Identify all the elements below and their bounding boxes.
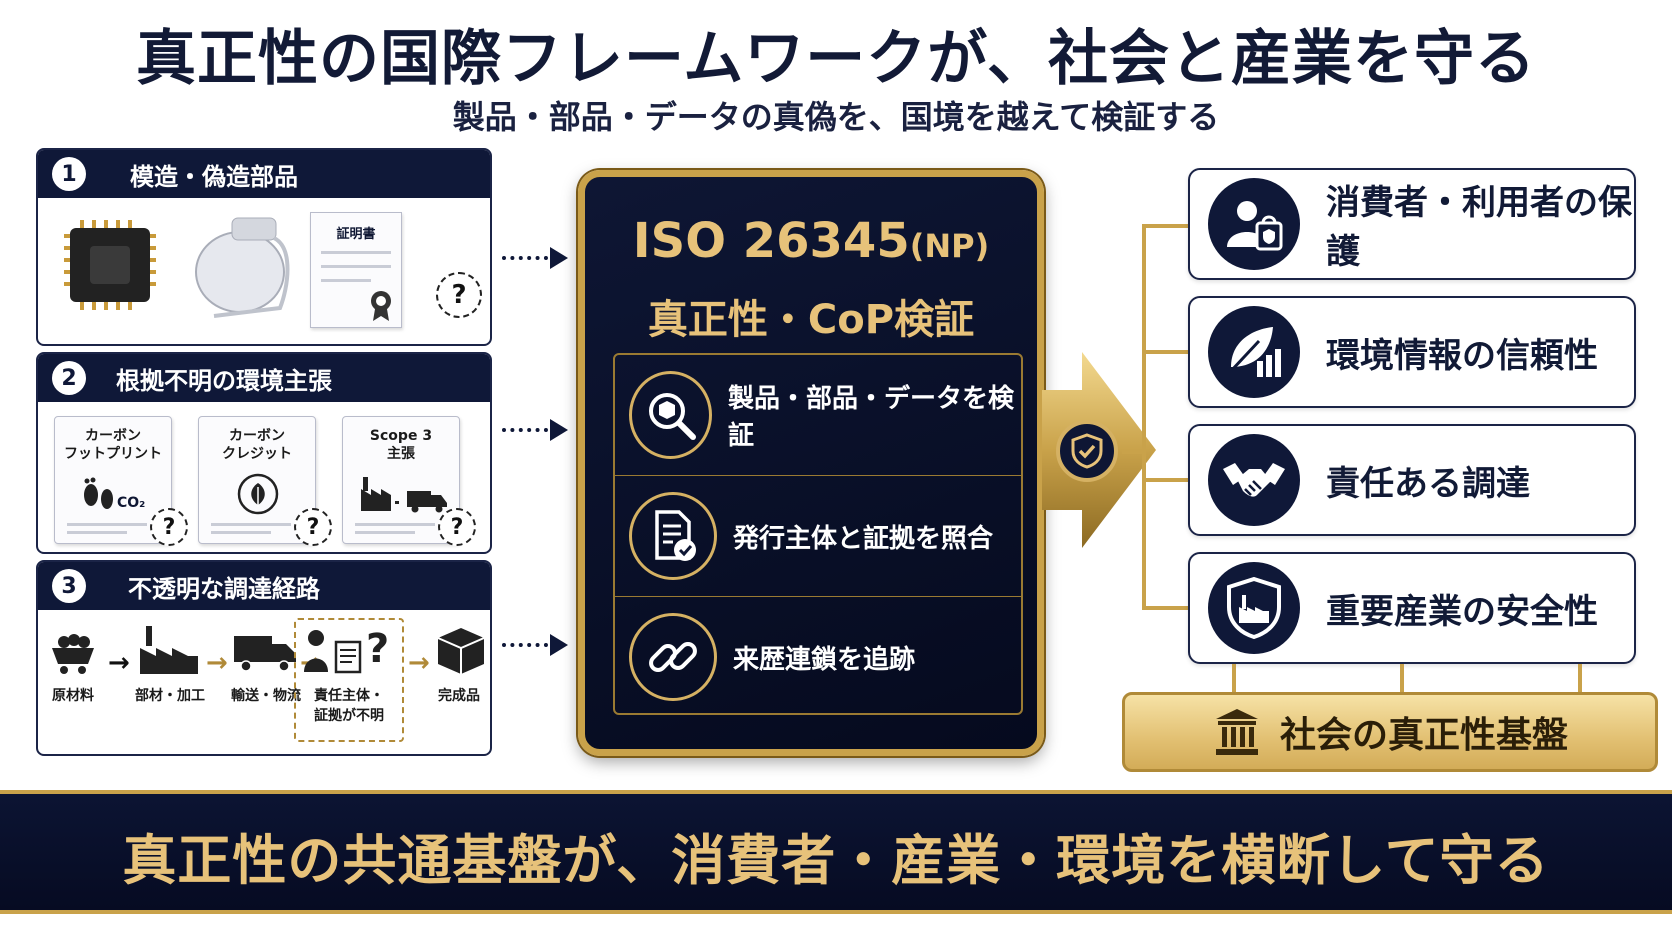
- panel-number: 3: [52, 569, 86, 603]
- outcome-label: 責任ある調達: [1326, 463, 1530, 504]
- connector-line: [1142, 606, 1188, 610]
- panel-counterfeit-parts: 1 模造・偽造部品 証明書: [36, 148, 492, 346]
- connector-arrowhead: [550, 634, 568, 656]
- arrow-icon: →: [206, 648, 228, 678]
- connector-line: [1232, 664, 1236, 694]
- arrow-icon: →: [408, 648, 430, 678]
- page-title: 真正性の国際フレームワークが、社会と産業を守る: [136, 24, 1536, 94]
- connector-arrowhead: [550, 247, 568, 269]
- foundation-label: 社会の真正性基盤: [1279, 715, 1568, 756]
- package-icon: [437, 628, 485, 674]
- connector-line: [1142, 224, 1146, 610]
- person-document-question-icon: ?: [304, 626, 389, 674]
- footprint-icon: [84, 477, 113, 509]
- connector-arrow-3: [502, 643, 548, 647]
- leaf-circle-icon: [237, 473, 279, 515]
- factory-truck-icon: [361, 477, 447, 513]
- leaf-chart-icon: [1208, 306, 1300, 398]
- question-mark-icon: ?: [438, 508, 476, 546]
- iso-title-suffix: (NP): [909, 227, 990, 265]
- page-subtitle: 製品・部品・データの真偽を、国境を越えて検証する: [452, 98, 1220, 136]
- outcome-label: 重要産業の安全性: [1326, 591, 1598, 632]
- seal-icon: [371, 291, 391, 321]
- bottom-banner: 真正性の共通基盤が、消費者・産業・環境を横断して守る: [0, 790, 1672, 914]
- feature-item: 製品・部品・データを検証: [615, 355, 1021, 475]
- banner-text: 真正性の共通基盤が、消費者・産業・環境を横断して守る: [122, 829, 1550, 892]
- connector-line: [1400, 664, 1404, 694]
- feature-item: 発行主体と証拠を照合: [615, 476, 1021, 596]
- panel-number: 1: [52, 157, 86, 191]
- arrow-icon: →: [108, 648, 130, 678]
- outcome-label: 消費者・利用者の保護: [1326, 183, 1632, 272]
- step-label: 原材料: [52, 688, 94, 704]
- iso-title-main: ISO 26345: [632, 213, 910, 269]
- truck-icon: [234, 636, 296, 672]
- feature-label: 発行主体と証拠を照合: [733, 523, 994, 554]
- feature-label: 来歴連鎖を追跡: [733, 644, 916, 675]
- step-label: 完成品: [438, 688, 480, 704]
- iso-standard-panel: ISO 26345(NP) 真正性・CoP検証 製品・部品・データを検証: [578, 170, 1044, 756]
- magnifier-box-icon: [629, 371, 712, 459]
- feature-label: 製品・部品・データを検証: [728, 384, 1015, 451]
- panel-body: 証明書 ?: [38, 198, 490, 344]
- connector-arrow-1: [502, 256, 548, 260]
- connector-line: [1142, 478, 1188, 482]
- question-mark-icon: ?: [150, 508, 188, 546]
- outcome-card-consumer-protection: 消費者・利用者の保護: [1188, 168, 1636, 280]
- connector-line: [1578, 664, 1582, 694]
- step-label: 責任主体・ 証拠が不明: [314, 688, 384, 724]
- panel-header: 1 模造・偽造部品: [38, 150, 490, 198]
- panel-header: 3 不透明な調達経路: [38, 562, 490, 610]
- iso-subtitle: 真正性・CoP検証: [647, 297, 975, 343]
- outcome-card-environment-info: 環境情報の信頼性: [1188, 296, 1636, 408]
- feature-list: 製品・部品・データを検証 発行主体と証拠を照合 来歴連鎖: [613, 353, 1023, 715]
- microchip-icon: [64, 220, 156, 310]
- card-label: カーボン フットプリント: [64, 428, 162, 462]
- connector-arrow-2: [502, 428, 548, 432]
- connector-line: [1142, 350, 1188, 354]
- step-label: 部材・加工: [135, 688, 205, 704]
- connector-arrowhead: [550, 419, 568, 441]
- panel-opaque-procurement-route: 3 不透明な調達経路 原材料 → 部材・加工 → 輸送・物流 →: [36, 560, 492, 756]
- iso-title: ISO 26345(NP): [585, 213, 1037, 269]
- document-check-icon: [629, 492, 717, 580]
- feature-item: 来歴連鎖を追跡: [615, 597, 1021, 717]
- pacemaker-icon: [195, 217, 290, 318]
- co2-label: CO₂: [117, 495, 146, 511]
- claim-card-scope3: Scope 3 主張: [342, 416, 460, 544]
- foundation-bar: 社会の真正性基盤: [1122, 692, 1658, 772]
- panel-body: 原材料 → 部材・加工 → 輸送・物流 → ? 責任主体・ 証拠が不明 →: [38, 610, 490, 754]
- panel-title: 根拠不明の環境主張: [116, 366, 332, 395]
- chain-link-icon: [629, 613, 717, 701]
- svg-text:?: ?: [366, 626, 389, 672]
- panel-header: 2 根拠不明の環境主張: [38, 354, 490, 402]
- panel-unsupported-environmental-claims: 2 根拠不明の環境主張 カーボン フットプリント CO₂ ? カーボン クレジッ…: [36, 352, 492, 554]
- card-label: カーボン クレジット: [222, 428, 292, 462]
- panel-body: カーボン フットプリント CO₂ ? カーボン クレジット ? Scope 3 …: [38, 402, 490, 552]
- connector-line: [1122, 450, 1146, 454]
- consumer-shield-icon: [1208, 178, 1300, 270]
- outcome-card-responsible-procurement: 責任ある調達: [1188, 424, 1636, 536]
- certificate-label: 証明書: [336, 227, 376, 242]
- outcome-label: 環境情報の信頼性: [1326, 335, 1598, 376]
- panel-number: 2: [52, 361, 86, 395]
- step-label: 輸送・物流: [231, 688, 301, 704]
- question-mark-icon: ?: [436, 272, 482, 318]
- question-mark-icon: ?: [294, 508, 332, 546]
- unknown-party-box: [294, 618, 404, 742]
- factory-icon: [140, 626, 198, 674]
- outcome-card-critical-industry-safety: 重要産業の安全性: [1188, 552, 1636, 664]
- certificate-icon: 証明書: [310, 212, 402, 328]
- pillar-icon: [1215, 709, 1258, 755]
- connector-line: [1142, 224, 1188, 228]
- panel-title: 模造・偽造部品: [130, 162, 298, 191]
- ore-cart-icon: [52, 634, 94, 674]
- shield-check-icon: [1056, 420, 1118, 482]
- handshake-icon: [1208, 434, 1300, 526]
- panel-title: 不透明な調達経路: [128, 574, 320, 603]
- card-label: Scope 3 主張: [369, 428, 433, 462]
- factory-shield-icon: [1208, 562, 1300, 654]
